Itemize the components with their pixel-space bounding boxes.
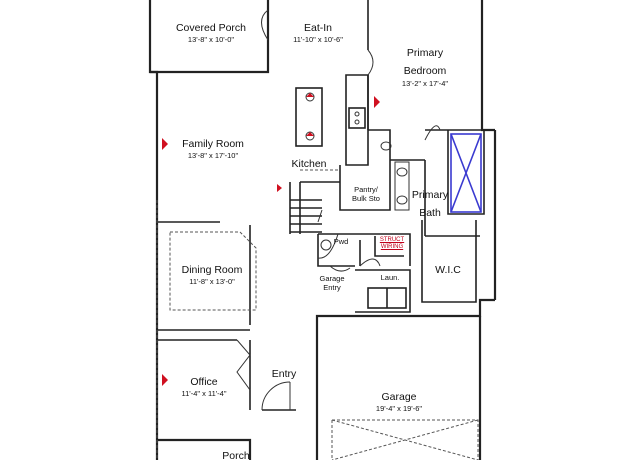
struct-wiring-label: STRUCT WIRING xyxy=(380,237,404,250)
pantry-label: Pantry/ Bulk Sto xyxy=(352,185,380,203)
interior-walls xyxy=(157,0,495,411)
kitchen-name: Kitchen xyxy=(291,158,327,170)
struct-wiring-line1: STRUCT xyxy=(379,237,405,243)
office-label: Office 11'-4" x 11'-4" xyxy=(181,372,226,399)
porch-label: Porch xyxy=(222,446,249,464)
family-room-name: Family Room xyxy=(182,138,244,150)
covered-porch-label: Covered Porch 13'-8" x 10'-0" xyxy=(176,18,246,45)
garage-entry-label: Garage Entry xyxy=(319,274,345,292)
outlet-markers xyxy=(162,93,380,386)
door-swings xyxy=(236,9,441,411)
laundry-label: Laun. xyxy=(380,273,400,282)
primary-bedroom-name: Primary Bedroom xyxy=(403,47,447,78)
wic-name: W.I.C xyxy=(435,264,461,276)
entry-label: Entry xyxy=(272,364,297,382)
struct-wiring-line2: WIRING xyxy=(380,243,404,250)
garage-name: Garage xyxy=(381,391,417,403)
dining-room-name: Dining Room xyxy=(181,264,243,276)
dashed-lines xyxy=(156,169,479,460)
eat-in-dim: 11'-10" x 10'-6" xyxy=(293,35,343,45)
covered-porch-dim: 13'-8" x 10'-0" xyxy=(187,35,235,45)
garage-label: Garage 19'-4" x 19'-6" xyxy=(376,387,422,414)
eat-in-label: Eat-In 11'-10" x 10'-6" xyxy=(293,18,343,45)
pwd-label: Pwd xyxy=(333,237,349,246)
entry-name: Entry xyxy=(271,368,297,380)
dining-room-label: Dining Room 11'-8" x 13'-0" xyxy=(172,260,252,287)
eat-in-name: Eat-In xyxy=(303,22,332,34)
office-dim: 11'-4" x 11'-4" xyxy=(181,389,227,399)
porch-name: Porch xyxy=(222,450,250,462)
family-room-dim: 13'-8" x 17'-10" xyxy=(187,151,239,161)
wic-label: W.I.C xyxy=(435,260,461,278)
covered-porch-name: Covered Porch xyxy=(175,22,247,34)
shower xyxy=(450,133,482,213)
primary-bath-label: Primary Bath xyxy=(408,185,452,222)
dining-room-dim: 11'-8" x 13'-0" xyxy=(189,277,235,287)
kitchen-label: Kitchen xyxy=(291,154,326,172)
primary-bath-name: Primary Bath xyxy=(411,189,449,220)
garage-dim: 19'-4" x 19'-6" xyxy=(375,404,423,414)
office-name: Office xyxy=(190,376,218,388)
family-room-label: Family Room 13'-8" x 17'-10" xyxy=(182,134,244,161)
primary-bedroom-label: Primary Bedroom 13'-2" x 17'-4" xyxy=(390,43,460,88)
primary-bedroom-dim: 13'-2" x 17'-4" xyxy=(401,78,449,88)
